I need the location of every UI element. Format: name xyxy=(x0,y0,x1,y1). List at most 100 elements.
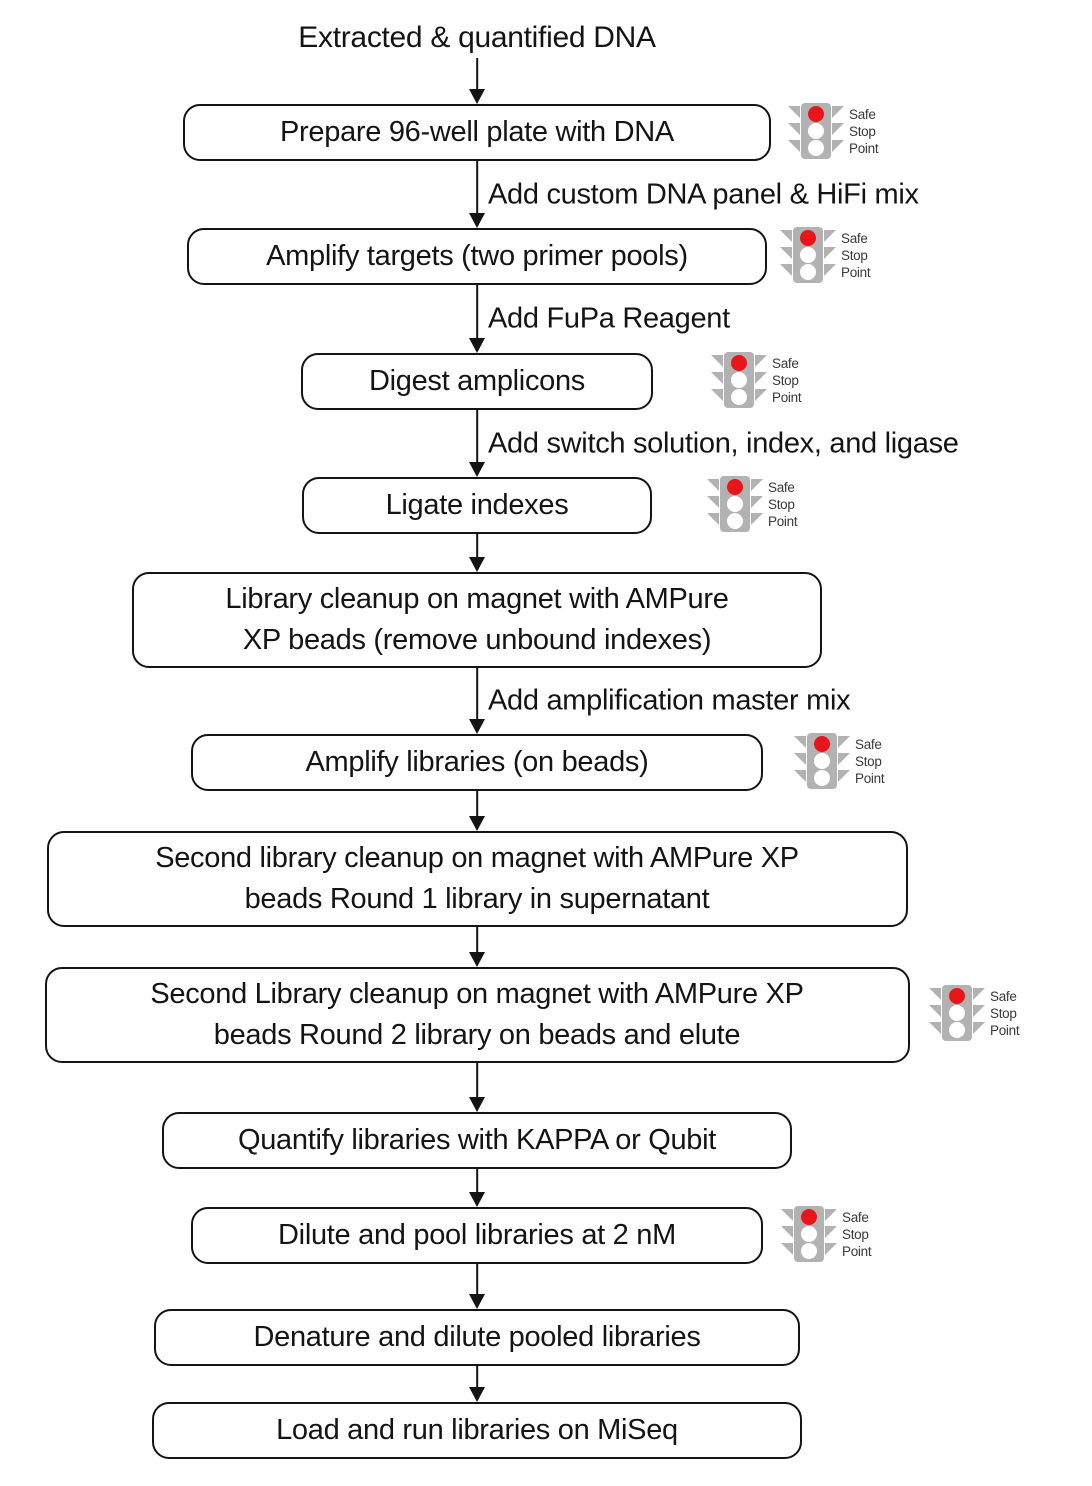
arrow-head-icon xyxy=(469,1192,485,1207)
traffic-light-visor xyxy=(824,229,836,242)
white-light xyxy=(801,1225,817,1242)
red-light xyxy=(727,478,743,495)
arrow-line xyxy=(476,285,478,351)
white-light xyxy=(948,1022,965,1038)
arrow-line xyxy=(476,791,478,829)
traffic-light-visor xyxy=(781,1242,793,1255)
flowchart: Extracted & quantified DNA Prepare 96-we… xyxy=(0,21,1020,1459)
flow-box-label: Quantify libraries with KAPPA or Qubit xyxy=(237,1124,717,1156)
arrow-label: Add FuPa Reagent xyxy=(488,302,730,335)
arrow-head-icon xyxy=(469,1294,485,1309)
flow-box-8: Second Library cleanup on magnet with AM… xyxy=(44,967,1020,1063)
traffic-light-visor xyxy=(824,246,836,259)
white-light xyxy=(808,139,824,156)
flow-box-label: Library cleanup on magnet with AMPure xyxy=(225,583,729,615)
flow-arrow xyxy=(0,58,954,104)
safe-stop-text: Point xyxy=(855,771,885,786)
traffic-light-visor xyxy=(794,735,806,748)
traffic-light-visor xyxy=(928,988,941,1000)
traffic-light-visor xyxy=(838,735,850,748)
flow-box-label: Digest amplicons xyxy=(368,365,585,397)
flow-box-label: Amplify libraries (on beads) xyxy=(305,746,649,778)
traffic-light-visor xyxy=(832,122,844,135)
traffic-light-visor xyxy=(928,1005,941,1017)
safe-stop-text: Point xyxy=(990,1023,1020,1038)
arrow-head-icon xyxy=(469,952,485,967)
flow-box-label: Dilute and pool libraries at 2 nM xyxy=(278,1219,676,1251)
safe-stop-text: Safe xyxy=(772,356,799,371)
traffic-light-visor xyxy=(780,263,792,276)
flow-arrow xyxy=(0,791,954,831)
flow-arrow xyxy=(0,927,954,967)
traffic-light-visor xyxy=(832,139,844,152)
traffic-light-visor xyxy=(711,371,723,384)
arrow-head-icon xyxy=(469,462,485,477)
flow-box-label: beads Round 1 library in supernatant xyxy=(244,883,710,915)
arrow-head-icon xyxy=(469,89,485,104)
traffic-light-visor xyxy=(707,512,719,525)
red-light xyxy=(948,988,965,1004)
traffic-light-visor xyxy=(755,354,767,367)
arrow-line xyxy=(476,58,478,102)
traffic-light-visor xyxy=(711,388,723,401)
red-light xyxy=(814,735,830,752)
safe-stop-text: Safe xyxy=(990,989,1017,1004)
traffic-light-visor xyxy=(825,1225,837,1238)
flow-box-label: Prepare 96-well plate with DNA xyxy=(280,116,674,148)
red-light xyxy=(800,229,816,246)
safe-stop-text: Stop xyxy=(990,1006,1017,1021)
arrow-head-icon xyxy=(469,816,485,831)
arrow-line xyxy=(476,927,478,965)
traffic-light-visor xyxy=(928,1022,941,1034)
traffic-light-visor xyxy=(781,1208,793,1221)
flow-box-11: Denature and dilute pooled libraries xyxy=(154,1309,800,1366)
arrow-line xyxy=(476,1264,478,1307)
traffic-light-visor xyxy=(751,512,763,525)
traffic-light-visor xyxy=(825,1242,837,1255)
arrow-head-icon xyxy=(469,338,485,353)
safe-stop-text: Stop xyxy=(768,497,795,512)
traffic-light-visor xyxy=(751,495,763,508)
flow-box-label: Load and run libraries on MiSeq xyxy=(276,1414,678,1446)
arrow-line xyxy=(476,1063,478,1110)
flow-arrow xyxy=(0,1264,954,1309)
flow-arrow: Add custom DNA panel & HiFi mix xyxy=(0,161,954,228)
red-light xyxy=(808,105,824,122)
safe-stop-text: Safe xyxy=(841,231,868,246)
arrow-label: Add switch solution, index, and ligase xyxy=(488,427,959,459)
flow-arrow: Add switch solution, index, and ligase xyxy=(0,410,959,477)
safe-stop-text: Safe xyxy=(849,107,876,122)
safe-stop-text: Stop xyxy=(842,1227,869,1242)
flow-arrow: Add amplification master mix xyxy=(0,668,954,734)
traffic-light-visor xyxy=(838,769,850,782)
arrow-label: Add amplification master mix xyxy=(488,684,851,717)
white-light xyxy=(808,122,824,139)
safe-stop-text: Safe xyxy=(842,1210,869,1225)
safe-stop-text: Point xyxy=(772,390,802,405)
white-light xyxy=(948,1005,965,1021)
traffic-light-visor xyxy=(794,752,806,765)
flow-arrow xyxy=(0,1366,954,1402)
white-light xyxy=(727,512,743,529)
arrow-head-icon xyxy=(469,213,485,228)
white-light xyxy=(731,388,747,405)
traffic-light-visor xyxy=(755,388,767,401)
flow-arrow xyxy=(0,1169,954,1207)
arrow-line xyxy=(476,534,478,570)
traffic-light-visor xyxy=(780,246,792,259)
traffic-light-visor xyxy=(707,478,719,491)
flow-arrow xyxy=(0,1063,954,1112)
red-light xyxy=(801,1208,817,1225)
traffic-light-visor xyxy=(711,354,723,367)
